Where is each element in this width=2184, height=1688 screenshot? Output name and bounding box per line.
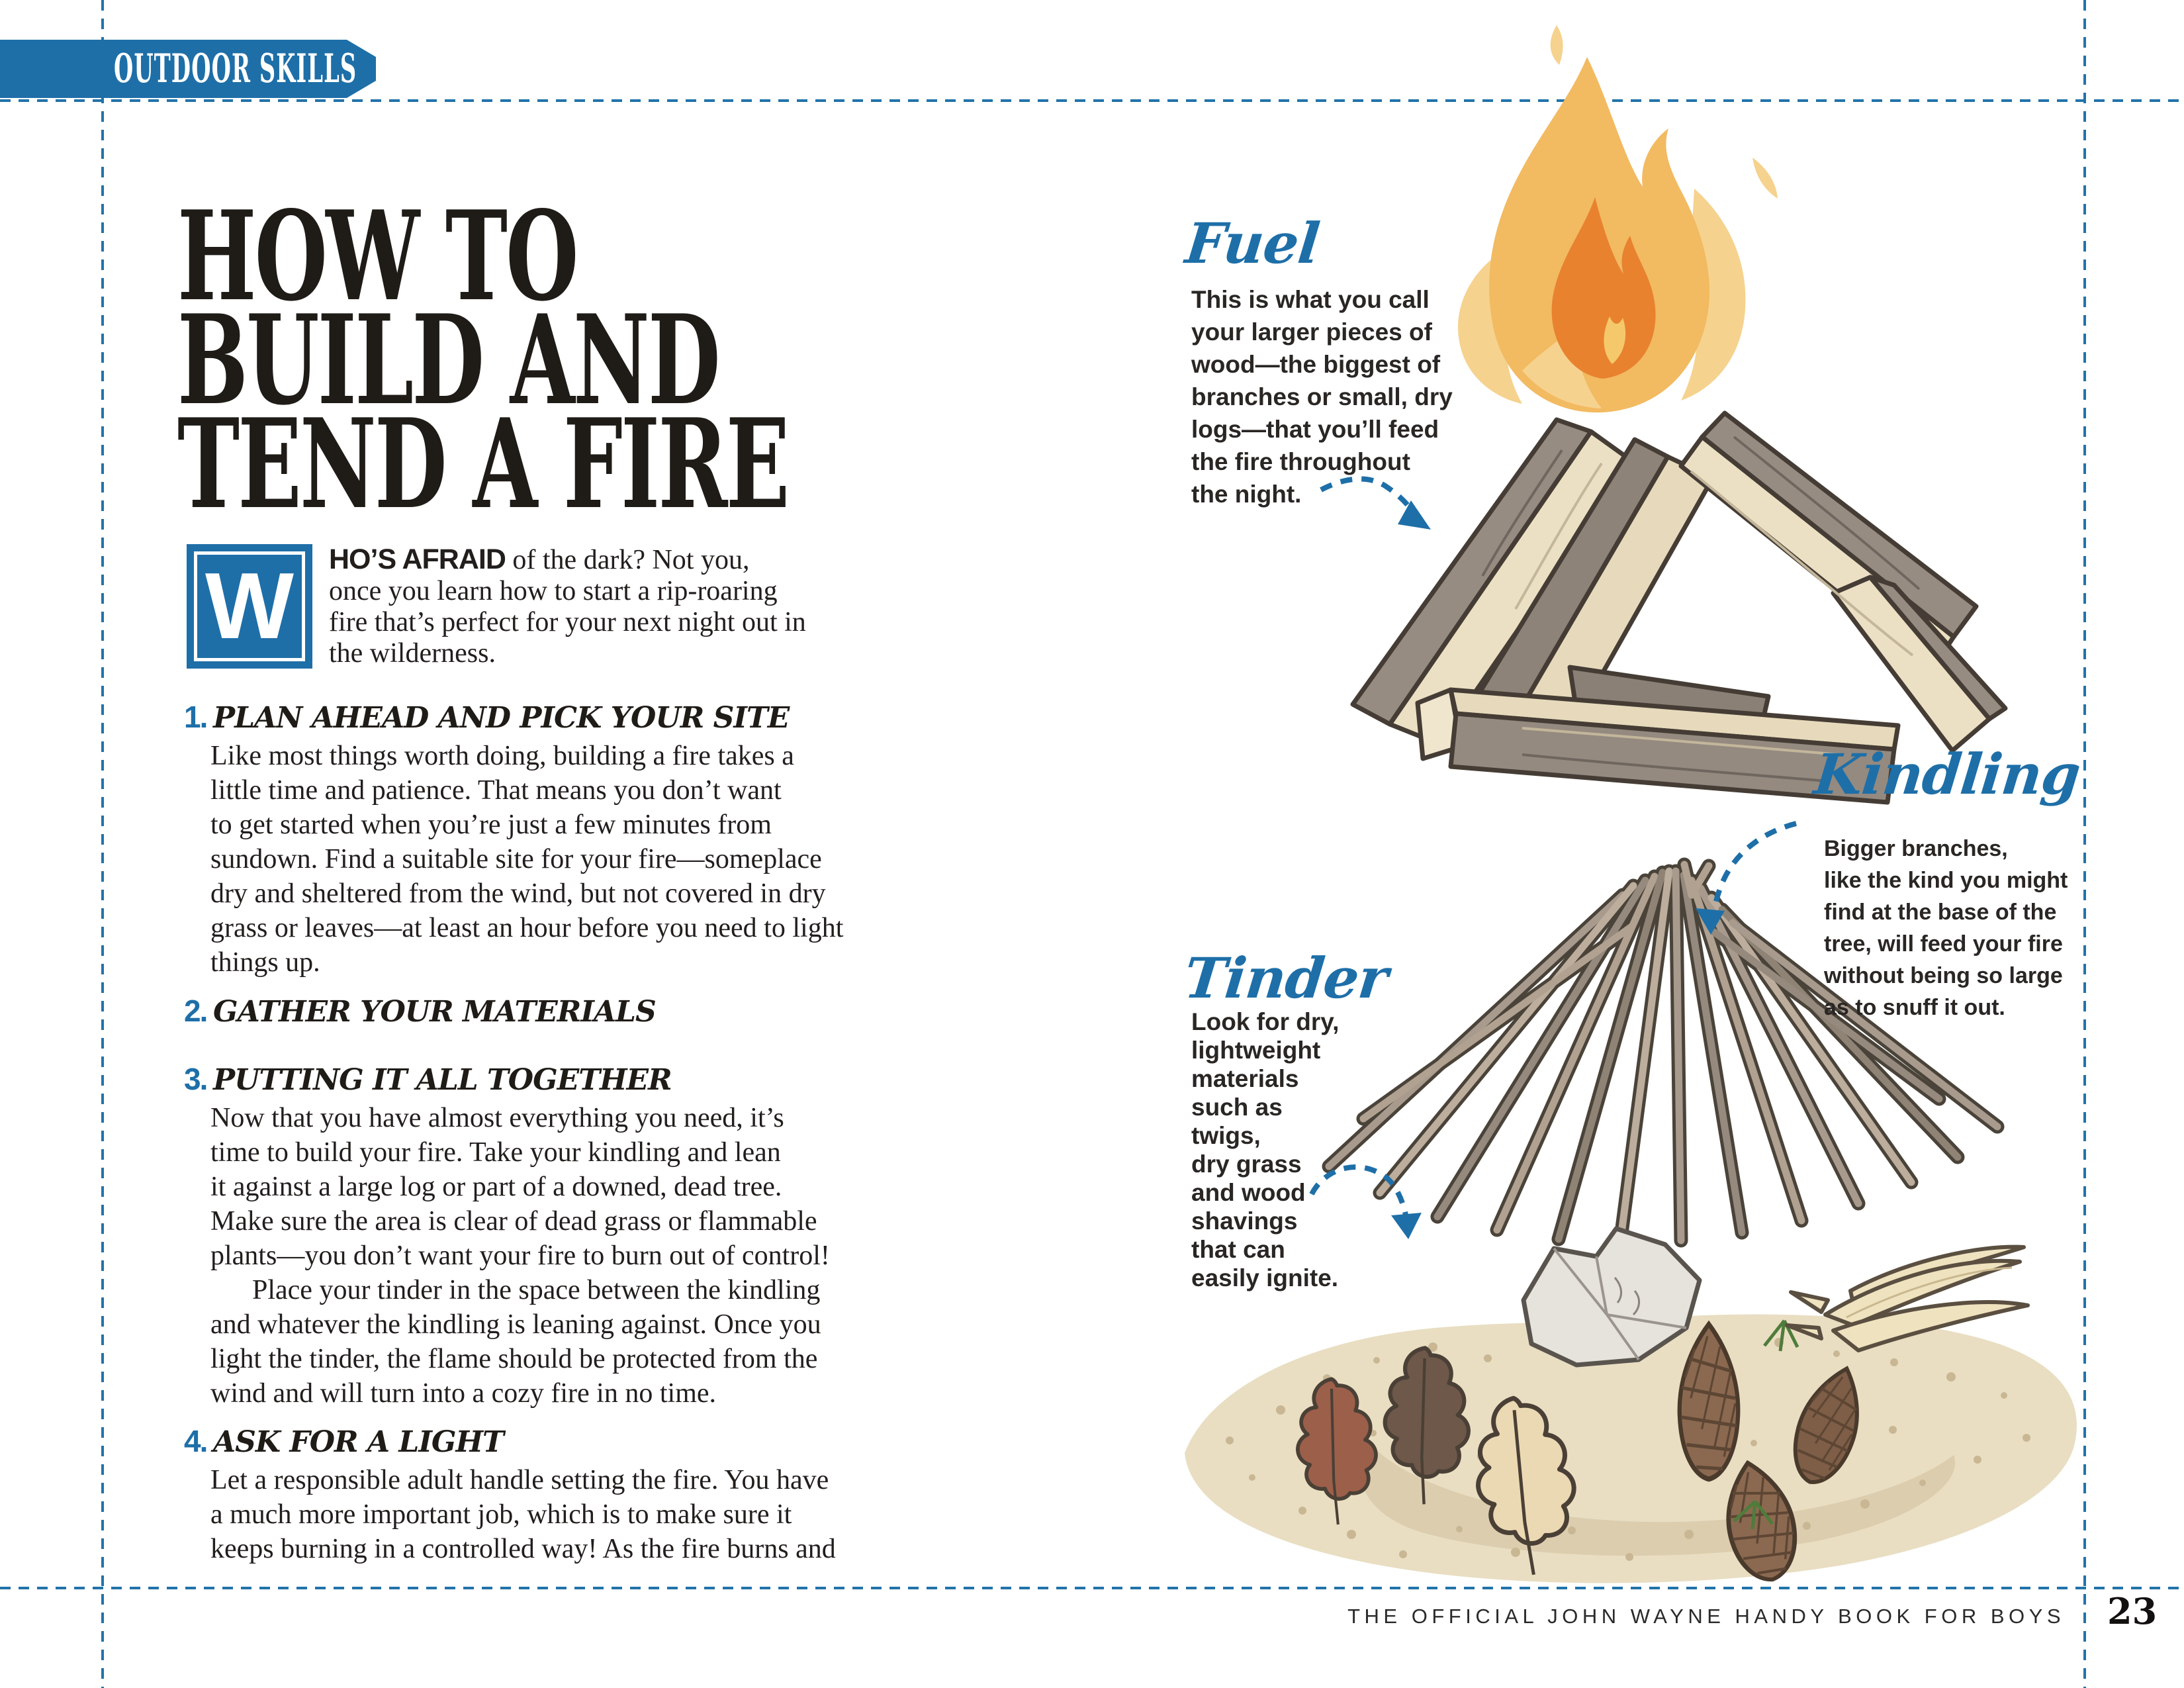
- dashed-arrow-fuel: [1320, 476, 1431, 530]
- intro-lead: HO’S AFRAID: [329, 543, 506, 575]
- step-body: Like most things worth doing, building a…: [210, 741, 844, 978]
- dashed-arrow-tinder: [1309, 1164, 1422, 1239]
- step-number: 2.: [184, 994, 208, 1028]
- intro-rest: once you learn how to start a rip-roarin…: [329, 576, 806, 669]
- step-2: 2. GATHER YOUR MATERIALS: [184, 994, 978, 1029]
- footer-book-title: THE OFFICIAL JOHN WAYNE HANDY BOOK FOR B…: [1347, 1605, 2065, 1628]
- title-line: HOW TO: [177, 183, 578, 328]
- dashed-arrow-kindling: [1696, 821, 1797, 935]
- intro-first-line-rest: of the dark? Not you,: [505, 545, 750, 575]
- step-number: 1.: [184, 700, 208, 734]
- step-number: 4.: [184, 1424, 208, 1458]
- step-heading: ASK FOR A LIGHT: [213, 1425, 504, 1459]
- tinder-caption: Look for dry, lightweight materials such…: [1191, 1008, 1340, 1291]
- step-heading: GATHER YOUR MATERIALS: [213, 995, 657, 1029]
- step-body: Let a responsible adult handle setting t…: [210, 1465, 836, 1564]
- step-body: Now that you have almost everything you …: [210, 1103, 830, 1409]
- fuel-caption: This is what you call your larger pieces…: [1191, 286, 1453, 508]
- kindling-teepee-icon: [1322, 857, 2005, 1250]
- intro-paragraph: HO’S AFRAID of the dark? Not you, once y…: [329, 544, 958, 669]
- step-heading: PUTTING IT ALL TOGETHER: [213, 1063, 672, 1097]
- kindling-caption: Bigger branches, like the kind you might…: [1824, 836, 2068, 1020]
- paper-tinder-icon: [1521, 1226, 1702, 1368]
- section-badge-label: OUTDOOR SKILLS: [114, 46, 357, 92]
- dropcap-w: W: [187, 544, 312, 669]
- kindling-label: Kindling: [1811, 741, 2083, 807]
- flame-icon: [1458, 25, 1778, 413]
- fuel-logs-icon: [1350, 410, 2008, 805]
- step-3: 3. PUTTING IT ALL TOGETHER Now that you …: [184, 1062, 978, 1411]
- fuel-label: Fuel: [1182, 211, 1322, 276]
- tinder-label: Tinder: [1181, 945, 1391, 1011]
- title-line: TEND A FIRE: [177, 391, 790, 536]
- step-4: 4. ASK FOR A LIGHT Let a responsible adu…: [184, 1425, 978, 1566]
- title-line: BUILD AND: [177, 287, 721, 432]
- step-1: 1. PLAN AHEAD AND PICK YOUR SITE Like mo…: [184, 700, 978, 980]
- page-number: 23: [2107, 1590, 2158, 1632]
- step-heading: PLAN AHEAD AND PICK YOUR SITE: [213, 701, 790, 735]
- step-number: 3.: [184, 1062, 208, 1096]
- intro-first-line: HO’S AFRAID of the dark? Not you,: [329, 544, 958, 576]
- wood-shavings-icon: [1785, 1244, 2030, 1352]
- page-title: HOW TO BUILD AND TEND A FIRE: [177, 183, 790, 536]
- section-badge: OUTDOOR SKILLS: [0, 40, 376, 98]
